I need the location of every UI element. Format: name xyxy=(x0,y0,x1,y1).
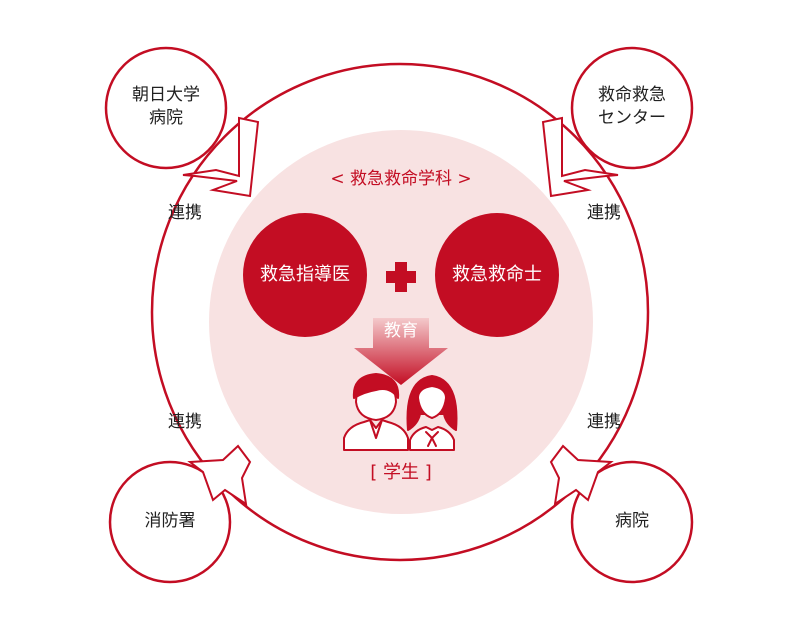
education-label: 教育 xyxy=(384,321,418,341)
link-label-upper-right: 連携 xyxy=(587,203,621,223)
collaboration-arrow-icon xyxy=(549,444,614,507)
students-label: [ 学生 ] xyxy=(370,462,432,483)
partner-label-line: 朝日大学 xyxy=(132,85,200,105)
collaboration-arrow-icon xyxy=(187,444,252,507)
department-title: < 救急救命学科 > xyxy=(330,169,472,189)
female-student-icon xyxy=(406,375,458,451)
link-label-upper-left: 連携 xyxy=(168,203,202,223)
emergency-physician-circle xyxy=(243,213,367,337)
emergency-physician-label: 救急指導医 xyxy=(260,264,350,285)
hospital-circle xyxy=(570,460,694,584)
male-student-icon xyxy=(343,373,409,451)
plus-icon xyxy=(386,262,416,292)
fire-station-circle xyxy=(108,460,232,584)
partner-label-line: 病院 xyxy=(149,107,183,128)
emergency-center-circle xyxy=(570,46,694,170)
link-label-lower-right: 連携 xyxy=(587,412,621,432)
paramedic-circle xyxy=(435,213,559,337)
asahi-university-hospital-circle xyxy=(104,46,228,170)
partner-label-top-right: 救命救急 センター xyxy=(582,84,682,130)
paramedic-label: 救急救命士 xyxy=(452,264,542,285)
link-label-lower-left: 連携 xyxy=(168,412,202,432)
partner-label-bottom-right: 病院 xyxy=(615,511,649,531)
partner-label-line: 救命救急 xyxy=(598,85,666,105)
collaboration-arrow-icon xyxy=(541,116,619,198)
partner-label-bottom-left: 消防署 xyxy=(144,511,196,531)
partner-label-line: センター xyxy=(598,107,666,128)
partner-label-top-left: 朝日大学 病院 xyxy=(116,84,216,130)
arrow-down-icon xyxy=(354,318,448,385)
collaboration-arrow-icon xyxy=(182,116,260,198)
outer-ring xyxy=(150,62,650,562)
